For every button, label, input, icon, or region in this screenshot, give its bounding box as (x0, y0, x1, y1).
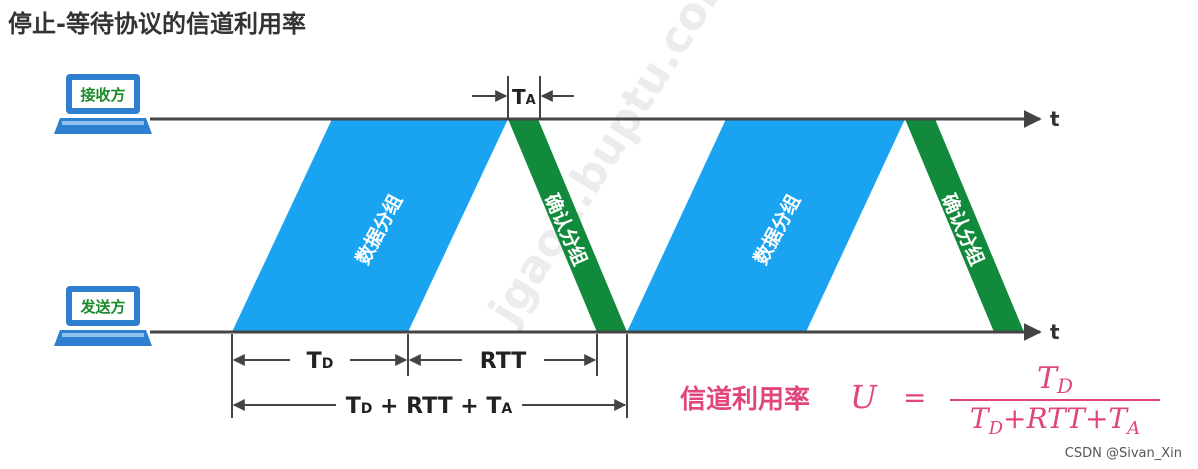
formula-numerator: TD (1037, 361, 1073, 398)
sender-label: 发送方 (79, 298, 125, 316)
data-packet-1 (232, 119, 508, 332)
rtt-label: RTT (480, 349, 526, 374)
formula-denominator: TD+RTT+TA (970, 402, 1140, 439)
formula-var: U (850, 378, 878, 416)
sender-time-label: t (1050, 320, 1060, 344)
data-packet-2 (627, 119, 905, 332)
credit-text: CSDN @Sivan_Xin (1064, 446, 1182, 461)
receiver-computer-icon (54, 74, 152, 134)
page-title: 停止-等待协议的信道利用率 (8, 10, 306, 38)
ack-packet-1 (508, 119, 627, 332)
sender-computer-icon (54, 286, 152, 346)
receiver-label: 接收方 (80, 86, 125, 104)
ack-packet-2 (905, 119, 1024, 332)
td-label: TD (307, 349, 334, 374)
ta-label: TA (512, 85, 536, 109)
formula-prefix: 信道利用率 (680, 384, 810, 415)
total-label: TD + RTT + TA (346, 394, 513, 419)
receiver-time-label: t (1050, 107, 1060, 131)
formula-eq: = (903, 381, 926, 414)
